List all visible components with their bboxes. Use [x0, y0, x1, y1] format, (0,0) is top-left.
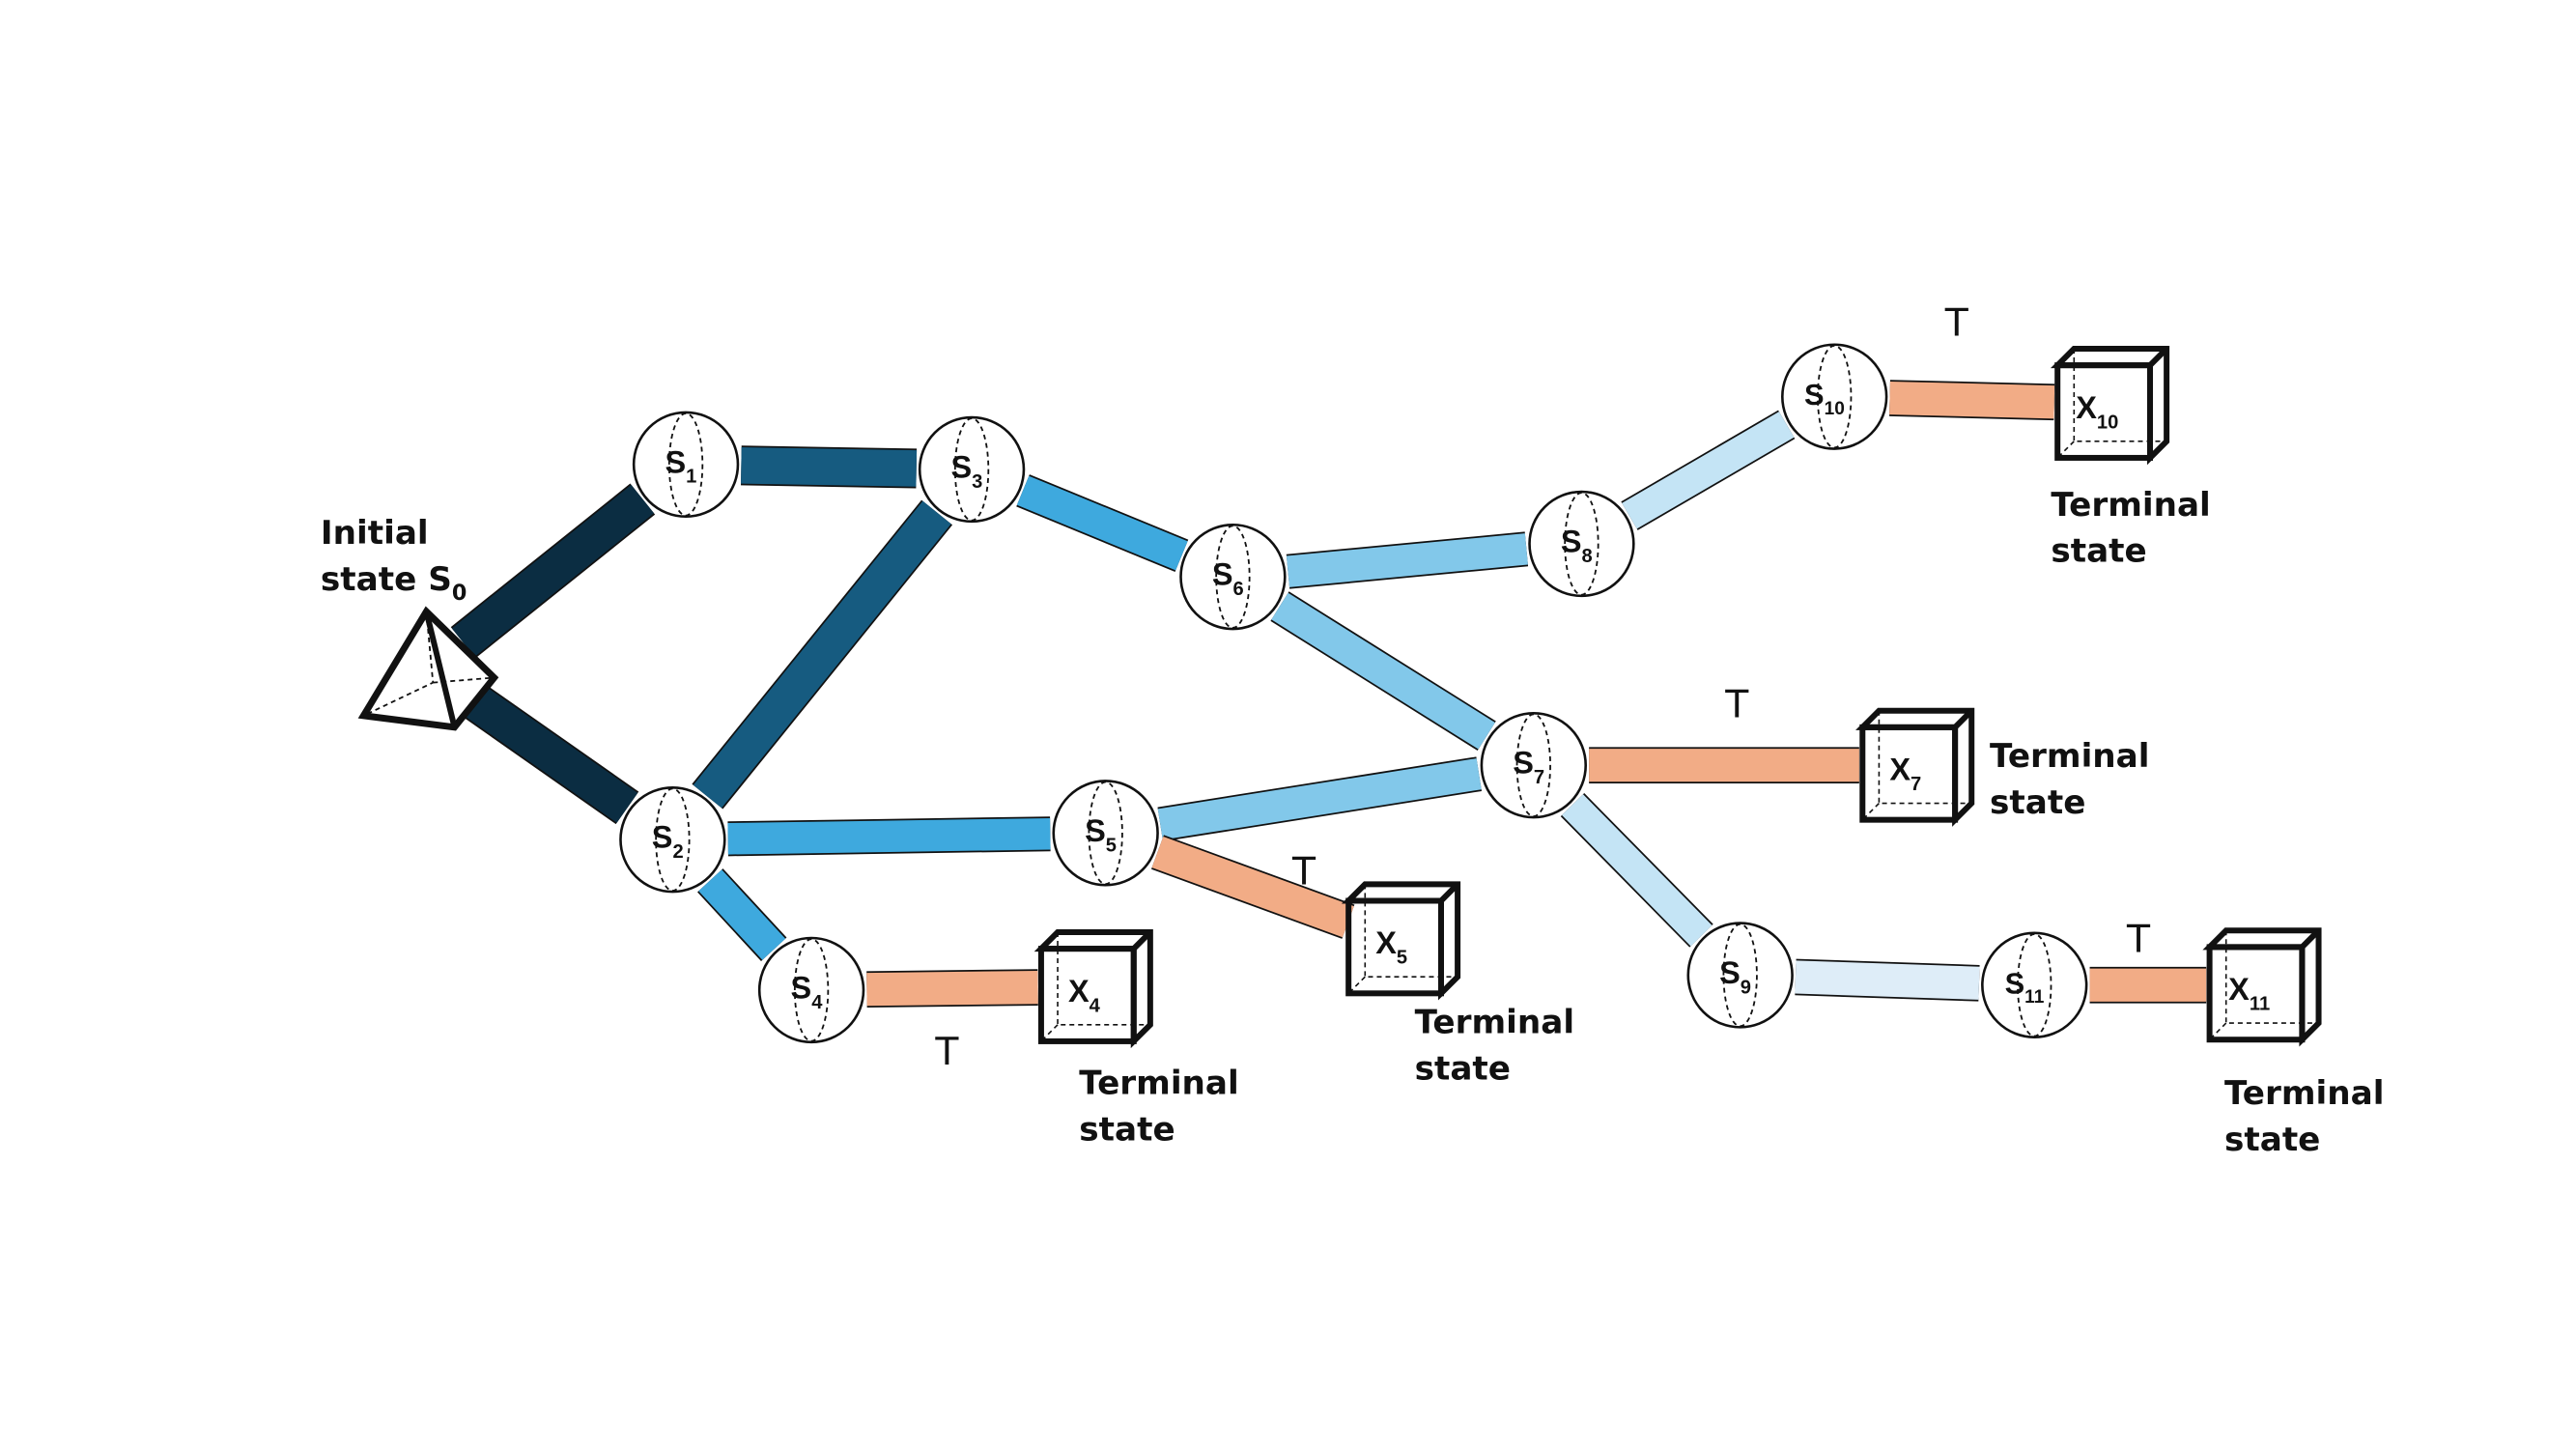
edge-s2-s4	[697, 868, 787, 961]
terminal-label-x10: X10	[2076, 390, 2118, 433]
state-node-s6: S6	[1179, 523, 1287, 631]
edge-s8-s10	[1621, 410, 1796, 530]
state-label-s3-subscript: 3	[972, 471, 982, 493]
initial-state-subscript: 0	[452, 581, 467, 606]
state-label-s7-subscript: 7	[1534, 767, 1544, 788]
state-node-s4: S4	[757, 936, 865, 1044]
state-label-s2-subscript: 2	[672, 841, 683, 863]
state-node-s3: S3	[918, 415, 1026, 524]
transition-label-x5: T	[1291, 849, 1316, 894]
edge-s3-s6	[1016, 474, 1189, 572]
terminal-label-x11-subscript: 11	[2250, 994, 2270, 1015]
state-node-s2: S2	[619, 785, 726, 894]
terminal-caption-x4: Terminal	[1079, 1065, 1238, 1103]
terminal-caption-x11: Terminal	[2224, 1074, 2384, 1113]
state-node-s5: S5	[1052, 780, 1159, 887]
state-label-s11-subscript: 11	[2024, 987, 2045, 1008]
state-label-s4-subscript: 4	[811, 992, 823, 1013]
terminal-label-x7-subscript: 7	[1911, 774, 1921, 795]
state-label-s1-subscript: 1	[686, 467, 696, 488]
terminal-caption2-x4: state	[1079, 1111, 1175, 1150]
labels-layer: TerminalstateTTerminalstateTTerminalstat…	[321, 300, 2385, 1159]
state-node-s1: S1	[632, 411, 740, 518]
terminal-label-x5: X5	[1375, 925, 1407, 968]
state-label-s9-subscript: 9	[1741, 977, 1751, 998]
terminal-node-x4: X4	[1033, 929, 1153, 1049]
edge-s2-s3	[692, 499, 953, 810]
edge-s6-s7	[1270, 591, 1496, 752]
state-label-s10-subscript: 10	[1825, 399, 1845, 419]
edge-s0-s2	[453, 677, 639, 825]
terminal-label-x5-subscript: 5	[1397, 948, 1407, 969]
edge-s7-s9	[1560, 793, 1713, 948]
edges-layer	[450, 380, 2207, 1009]
edge-s5-x5	[1151, 835, 1355, 939]
state-node-s11: S11	[1981, 931, 2088, 1038]
edge-s1-s3	[741, 445, 918, 489]
terminal-node-x11: X11	[2202, 927, 2322, 1047]
state-label-s6-subscript: 6	[1233, 579, 1244, 600]
terminal-label-x7: X7	[1889, 753, 1921, 795]
edge-s0-s1	[450, 483, 656, 659]
terminal-caption2-x10: state	[2051, 532, 2146, 571]
terminal-caption2-x5: state	[1415, 1049, 1511, 1088]
state-node-s7: S7	[1480, 711, 1588, 819]
state-node-s10: S10	[1781, 343, 1888, 450]
edge-s10-x10	[1889, 380, 2055, 421]
edge-s9-s11	[1795, 958, 1980, 1002]
terminal-caption2-x7: state	[1990, 783, 2085, 822]
terminal-label-x11: X11	[2228, 972, 2270, 1014]
edge-s5-s7	[1157, 756, 1483, 842]
transition-label-x10: T	[1944, 300, 1969, 345]
terminal-label-x4-subscript: 4	[1090, 995, 1101, 1016]
initial-state-pyramid	[357, 606, 499, 731]
terminal-caption-x5: Terminal	[1415, 1003, 1574, 1041]
transition-label-x4: T	[934, 1030, 959, 1074]
initial-state-caption2: state S0	[321, 560, 467, 606]
terminal-caption-x7: Terminal	[1990, 737, 2149, 776]
initial-state-caption: Initial	[321, 514, 429, 553]
terminal-node-x5: X5	[1341, 881, 1461, 1001]
terminal-node-x7: X7	[1855, 707, 1975, 827]
state-node-s9: S9	[1686, 922, 1794, 1029]
edge-s6-s8	[1286, 531, 1529, 589]
state-node-s8: S8	[1528, 490, 1635, 598]
terminal-label-x10-subscript: 10	[2097, 412, 2118, 433]
state-label-s8-subscript: 8	[1582, 546, 1593, 567]
terminal-caption2-x11: state	[2224, 1121, 2320, 1159]
terminal-caption-x10: Terminal	[2051, 486, 2210, 525]
edge-s4-x4	[866, 969, 1038, 1009]
transition-label-x11: T	[2126, 918, 2151, 962]
state-label-s5-subscript: 5	[1106, 835, 1117, 856]
edge-s2-s5	[727, 816, 1051, 857]
terminal-label-x4: X4	[1068, 974, 1101, 1016]
transition-label-x7: T	[1724, 683, 1749, 727]
terminal-node-x10: X10	[2050, 346, 2170, 466]
